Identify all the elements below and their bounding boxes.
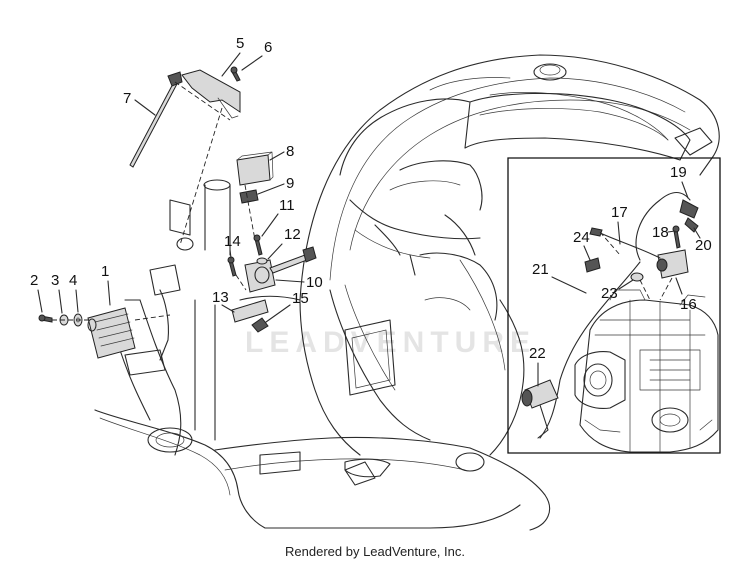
callout-10: 10 bbox=[306, 274, 323, 291]
part-2-screw bbox=[38, 314, 53, 323]
callout-4: 4 bbox=[69, 272, 77, 289]
engine-assembly bbox=[574, 289, 719, 453]
callout-6: 6 bbox=[264, 39, 272, 56]
part-7-cable-tie bbox=[129, 71, 183, 168]
part-23-clamp bbox=[630, 272, 644, 282]
part-5-bracket bbox=[181, 69, 241, 119]
watermark: LEADVENTURE bbox=[245, 326, 536, 359]
callout-2: 2 bbox=[30, 272, 38, 289]
callout-11: 11 bbox=[279, 197, 295, 214]
inset-frame bbox=[507, 157, 721, 454]
callout-17: 17 bbox=[611, 204, 628, 221]
part-21-cable bbox=[539, 261, 641, 439]
part-4-washer bbox=[73, 313, 83, 327]
part-9-connector bbox=[239, 189, 259, 204]
callout-7: 7 bbox=[123, 90, 131, 107]
callout-15: 15 bbox=[292, 290, 309, 307]
part-24-clamp bbox=[584, 257, 601, 273]
part-14-screw bbox=[227, 256, 237, 277]
part-12-washer bbox=[256, 257, 268, 265]
part-20-clip bbox=[684, 217, 699, 233]
callout-23: 23 bbox=[601, 285, 618, 302]
scooter-frame bbox=[94, 54, 720, 531]
part-10-switch bbox=[244, 246, 317, 293]
part-1-regulator bbox=[87, 307, 136, 359]
part-16-coil bbox=[656, 249, 689, 279]
callout-3: 3 bbox=[51, 272, 59, 289]
part-18-screw bbox=[672, 225, 681, 249]
part-19-spark-cap bbox=[635, 191, 699, 261]
callout-24: 24 bbox=[573, 229, 590, 246]
part-8-relay bbox=[236, 151, 274, 186]
callout-8: 8 bbox=[286, 143, 294, 160]
part-11-screw bbox=[253, 234, 263, 256]
callout-13: 13 bbox=[212, 289, 229, 306]
callout-22: 22 bbox=[529, 345, 546, 362]
callout-18: 18 bbox=[652, 224, 669, 241]
part-13-bracket bbox=[231, 299, 269, 323]
callout-9: 9 bbox=[286, 175, 294, 192]
callout-19: 19 bbox=[670, 164, 687, 181]
part-17-wire bbox=[589, 227, 661, 259]
callout-20: 20 bbox=[695, 237, 712, 254]
part-22-fitting bbox=[521, 379, 559, 439]
footer-credit: Rendered by LeadVenture, Inc. bbox=[285, 544, 465, 559]
callout-16: 16 bbox=[680, 296, 697, 313]
callout-21: 21 bbox=[532, 261, 549, 278]
part-6-screw bbox=[230, 66, 241, 82]
callout-1: 1 bbox=[101, 263, 109, 280]
callouts: 1 2 3 4 5 6 7 8 9 10 11 12 13 14 15 16 1… bbox=[30, 35, 712, 387]
callout-14: 14 bbox=[224, 233, 241, 250]
leader-lines bbox=[52, 81, 673, 321]
callout-12: 12 bbox=[284, 226, 301, 243]
callout-5: 5 bbox=[236, 35, 244, 52]
part-15-clip bbox=[251, 317, 269, 333]
